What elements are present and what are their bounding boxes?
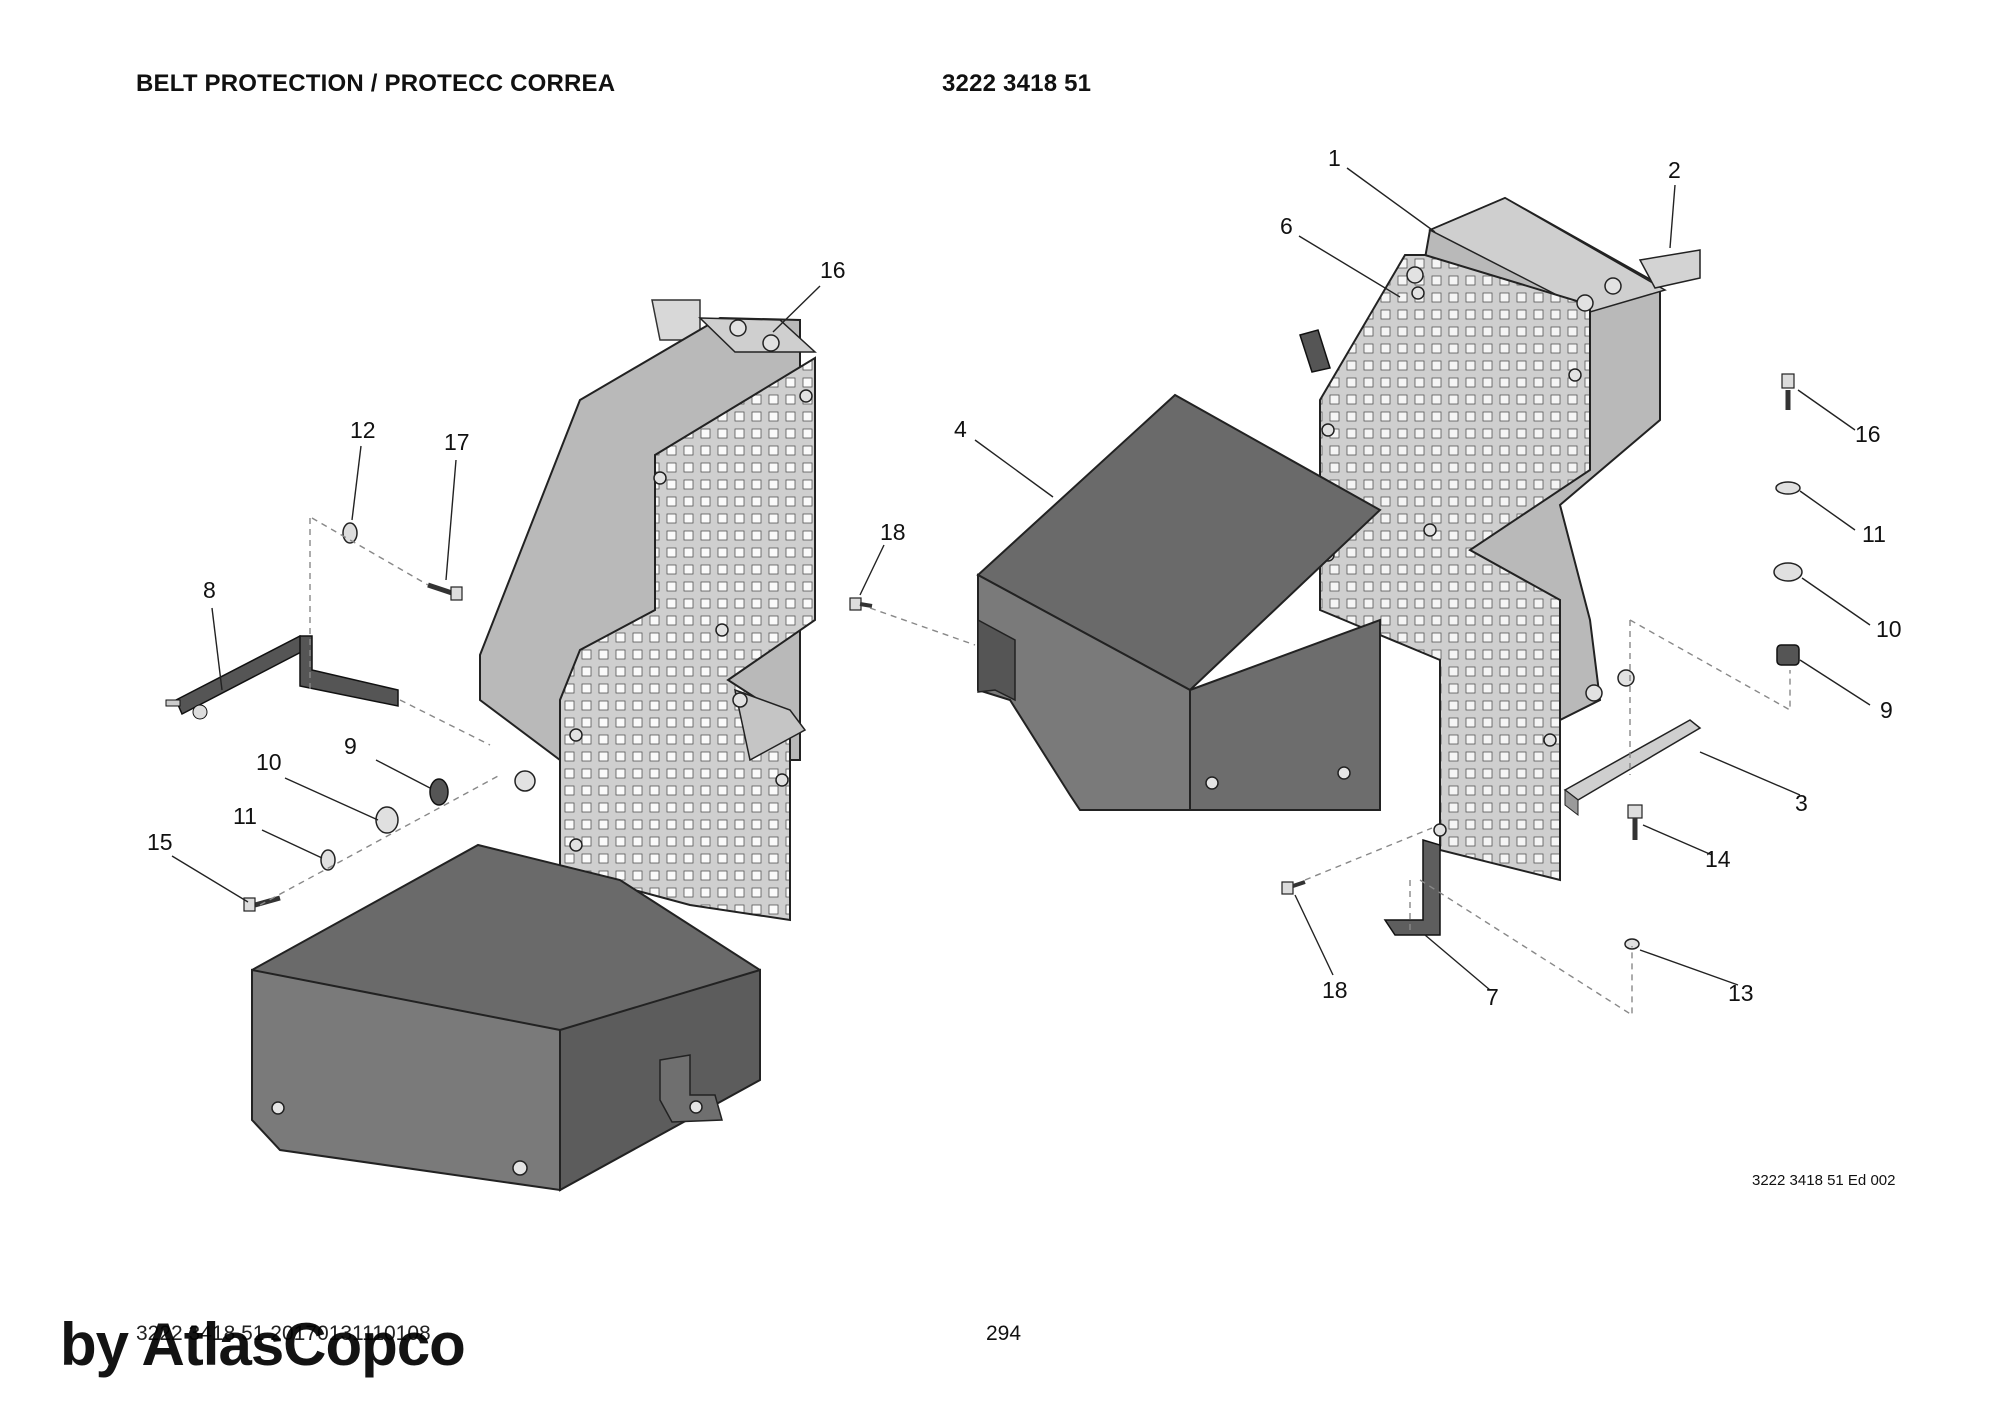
callout-label: 9 [1880,697,1893,723]
callout-label: 2 [1668,157,1681,183]
callout-label: 18 [1322,977,1348,1003]
callout-label: 1 [1328,145,1341,171]
callout-label: 9 [344,733,357,759]
callout-label: 10 [256,749,282,775]
right-callout-labels: 1 2 6 4 18 16 11 10 9 3 14 18 7 13 [880,145,1902,1010]
right-hardware [849,373,1803,1017]
document-number: 3222 3418 51 [942,70,1092,97]
callout-label: 18 [880,519,906,545]
callout-label: 11 [1862,521,1886,547]
callout-label: 10 [1876,616,1902,642]
left-belt-guard [251,299,817,1192]
left-hardware [165,517,501,912]
callout-label: 15 [147,829,173,855]
callout-label: 7 [1486,984,1499,1010]
watermark-text: by AtlasCopco [60,1311,466,1378]
callout-label: 4 [954,416,967,442]
edition-label: 3222 3418 51 Ed 002 [1752,1172,1896,1189]
right-belt-guard [1299,196,1701,936]
left-callout-labels: 16 12 17 8 9 10 11 15 [147,257,846,855]
callout-label: 11 [233,803,257,829]
right-leader-lines [859,167,1871,991]
callout-label: 16 [820,257,846,283]
footer-document-code: 3222 3418 51 20170131110108 [136,1322,431,1345]
callout-label: 14 [1705,846,1731,872]
callout-label: 6 [1280,213,1293,239]
callout-label: 16 [1855,421,1881,447]
callout-label: 12 [350,417,376,443]
callout-label: 3 [1795,790,1808,816]
callout-label: 8 [203,577,216,603]
callout-label: 17 [444,429,470,455]
right-belt-cover [976,393,1382,811]
callout-label: 13 [1728,980,1754,1006]
left-leader-lines [171,285,821,903]
page-title: BELT PROTECTION / PROTECC CORREA [136,70,616,97]
page-number: 294 [986,1322,1022,1345]
